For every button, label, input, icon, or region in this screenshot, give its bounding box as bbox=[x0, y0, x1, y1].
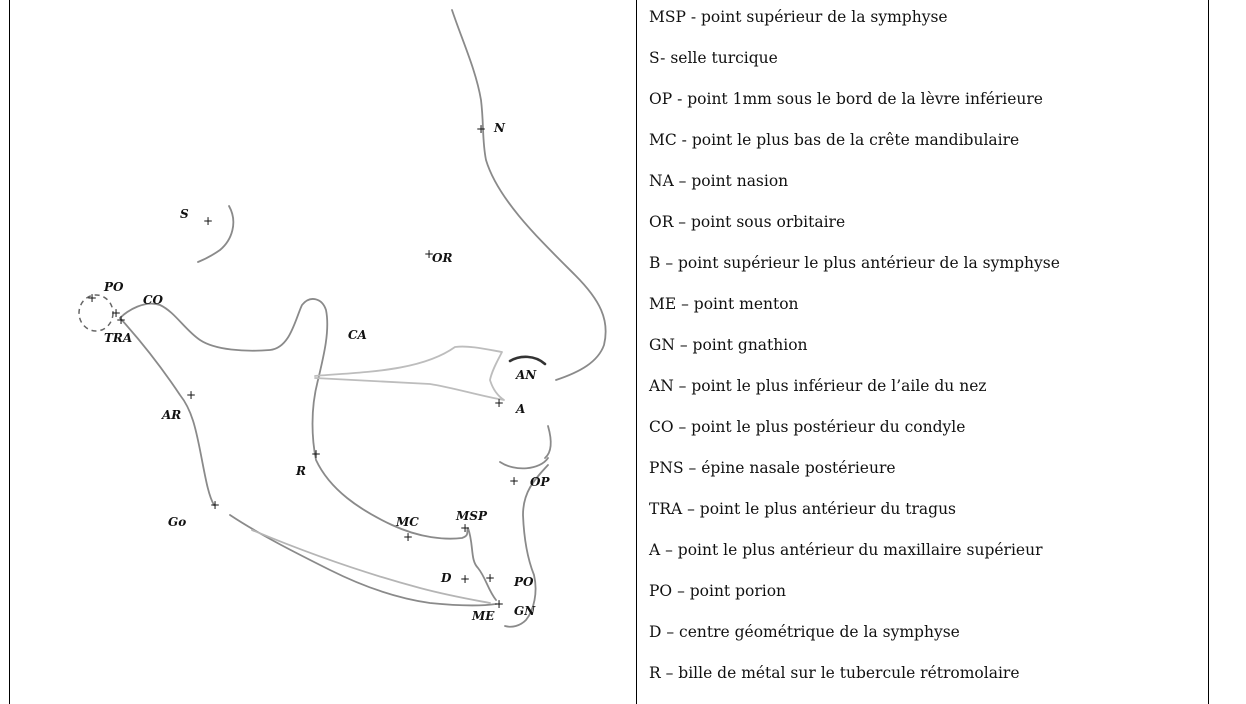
label-po-right: PO bbox=[513, 575, 534, 589]
legend-item-tra: TRA – point le plus antérieur du tragus bbox=[649, 500, 957, 518]
legend-item-b: B – point supérieur le plus antérieur de… bbox=[649, 254, 1060, 272]
sella-contour bbox=[197, 205, 235, 263]
point-markers: + + + + + + + + + + + + + + + + bbox=[87, 122, 519, 611]
marker-go: + bbox=[210, 498, 220, 512]
label-r: R bbox=[295, 464, 306, 478]
legend-item-co: CO – point le plus postérieur du condyle bbox=[649, 418, 966, 436]
label-s: S bbox=[180, 207, 189, 221]
point-labels: N S OR PO CO TRA CA AN A AR R OP Go MC M… bbox=[103, 121, 550, 623]
legend-item-me: ME – point menton bbox=[649, 295, 799, 313]
chin-soft-tissue-contour bbox=[504, 464, 549, 628]
ramus-posterior-contour bbox=[119, 317, 215, 506]
legend-item-mc: MC - point le plus bas de la crête mandi… bbox=[649, 131, 1020, 149]
label-ar: AR bbox=[161, 408, 181, 422]
label-go: Go bbox=[168, 515, 186, 529]
label-op: OP bbox=[530, 475, 550, 489]
right-border bbox=[1208, 0, 1209, 704]
label-po: PO bbox=[103, 280, 124, 294]
legend-item-an: AN – point le plus inférieur de l’aile d… bbox=[649, 377, 987, 395]
cephalometric-diagram: + + + + + + + + + + + + + + + + N S OR P… bbox=[78, 9, 607, 628]
label-ca: CA bbox=[348, 328, 367, 342]
upper-lip-contour bbox=[544, 425, 552, 459]
label-or: OR bbox=[432, 251, 452, 265]
marker-s: + bbox=[203, 214, 213, 228]
marker-msp: + bbox=[460, 521, 470, 535]
legend-item-po: PO – point porion bbox=[649, 582, 787, 600]
marker-d: + bbox=[460, 572, 470, 586]
porion-dashed-circle bbox=[78, 294, 114, 332]
legend-item-or: OR – point sous orbitaire bbox=[649, 213, 846, 231]
legend-list: MSP - point supérieur de la symphyse S- … bbox=[649, 0, 1205, 704]
label-gn: GN bbox=[514, 604, 536, 618]
legend-item-na: NA – point nasion bbox=[649, 172, 789, 190]
label-an: AN bbox=[515, 368, 537, 382]
maxilla-contour bbox=[314, 345, 505, 401]
label-msp: MSP bbox=[455, 509, 488, 523]
legend-item-a: A – point le plus antérieur du maxillair… bbox=[649, 541, 1043, 559]
mandible-lower-border bbox=[229, 514, 497, 607]
marker-ar: + bbox=[186, 388, 196, 402]
alar-curve bbox=[508, 355, 547, 366]
legend-item-pns: PNS – épine nasale postérieure bbox=[649, 459, 896, 477]
marker-mc: + bbox=[403, 530, 413, 544]
marker-r: + bbox=[311, 447, 321, 461]
label-d: D bbox=[440, 571, 452, 585]
marker-tra: + bbox=[111, 306, 121, 320]
legend-item-r: R – bille de métal sur le tubercule rétr… bbox=[649, 664, 1020, 682]
legend-item-msp: MSP - point supérieur de la symphyse bbox=[649, 8, 948, 26]
label-mc: MC bbox=[395, 515, 419, 529]
legend-item-gn: GN – point gnathion bbox=[649, 336, 808, 354]
marker-co: + bbox=[116, 313, 126, 327]
lower-lip-contour bbox=[499, 457, 549, 470]
legend-item-s: S- selle turcique bbox=[649, 49, 778, 67]
label-co: CO bbox=[143, 293, 164, 307]
occlusal-line bbox=[251, 529, 491, 604]
marker-po-right: + bbox=[485, 571, 495, 585]
legend-item-d: D – centre géométrique de la symphyse bbox=[649, 623, 960, 641]
column-divider bbox=[636, 0, 637, 704]
marker-po: + bbox=[87, 291, 97, 305]
marker-a: + bbox=[494, 396, 504, 410]
label-tra: TRA bbox=[104, 331, 132, 345]
marker-or: + bbox=[424, 247, 434, 261]
marker-op: + bbox=[509, 474, 519, 488]
left-border bbox=[9, 0, 10, 704]
marker-me: + bbox=[494, 597, 504, 611]
facial-profile-contour bbox=[451, 9, 607, 381]
label-a: A bbox=[515, 402, 525, 416]
label-me: ME bbox=[471, 609, 495, 623]
legend-item-op: OP - point 1mm sous le bord de la lèvre … bbox=[649, 90, 1043, 108]
marker-n: + bbox=[476, 122, 486, 136]
mandible-contour bbox=[119, 298, 497, 601]
label-n: N bbox=[493, 121, 506, 135]
